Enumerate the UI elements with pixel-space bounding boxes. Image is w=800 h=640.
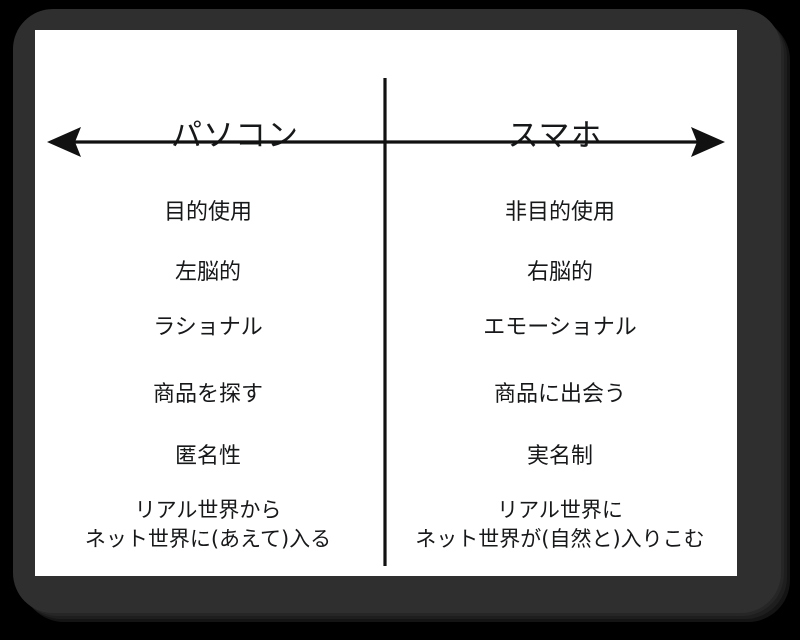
list-item: 右脳的	[526, 260, 593, 285]
list-item: 商品を探す	[152, 382, 263, 407]
list-item: ラショナル	[153, 315, 263, 340]
column-header-pc: パソコン	[171, 118, 299, 154]
list-item: 目的使用	[163, 200, 252, 225]
list-item: リアル世界に ネット世界が(自然と)入りこむ	[415, 498, 705, 551]
list-item: 非目的使用	[504, 200, 615, 225]
whiteboard-surface: パソコン スマホ 目的使用 左脳的 ラショナル 商品を探す 匿名性 リアル世界か…	[35, 30, 737, 576]
list-item: リアル世界から ネット世界に(あえて)入る	[84, 498, 332, 551]
axis-left-arrowhead	[47, 127, 81, 157]
list-item: 商品に出会う	[493, 382, 626, 407]
column-header-smartphone: スマホ	[507, 118, 603, 154]
list-item: 左脳的	[174, 260, 241, 285]
list-item: 匿名性	[174, 444, 241, 469]
list-item: 実名制	[526, 444, 593, 469]
list-item: エモーショナル	[483, 315, 637, 340]
